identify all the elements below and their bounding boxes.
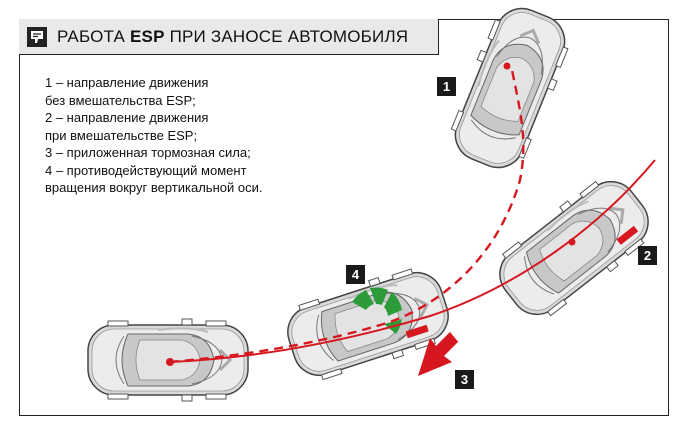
brake-pad-skidding (405, 324, 429, 339)
marker-2: 2 (638, 246, 657, 265)
start-point (166, 358, 174, 366)
marker-4: 4 (346, 265, 365, 284)
legend-line: без вмешательства ESP; (45, 92, 196, 108)
marker-1: 1 (437, 77, 456, 96)
esp-warning-icon (27, 26, 47, 47)
diagram-title: РАБОТА ESP ПРИ ЗАНОСЕ АВТОМОБИЛЯ (57, 26, 409, 46)
legend-line: 3 – приложенная тормозная сила; (45, 145, 251, 160)
center-point-car2 (568, 238, 576, 246)
brake-pad-car2 (616, 225, 639, 245)
marker-3: 3 (455, 370, 474, 389)
brake-force-arrow (418, 332, 460, 376)
legend-line: вращения вокруг вертикальной оси. (45, 180, 263, 195)
legend-line: 4 – противодействующий момент (45, 162, 247, 178)
legend-line: 2 – направление движения (45, 110, 209, 125)
legend-line: 1 – направление движения (45, 75, 209, 90)
car-1-unstable (440, 0, 580, 180)
path-with-esp (169, 159, 656, 363)
legend: 1 – направление движения без вмешательст… (45, 74, 375, 197)
legend-line: при вмешательстве ESP; (45, 127, 198, 143)
path-without-esp (169, 69, 525, 364)
car-2-stabilized (484, 164, 664, 332)
center-point-car1 (503, 62, 511, 70)
title-bar: РАБОТА ESP ПРИ ЗАНОСЕ АВТОМОБИЛЯ (19, 19, 439, 55)
